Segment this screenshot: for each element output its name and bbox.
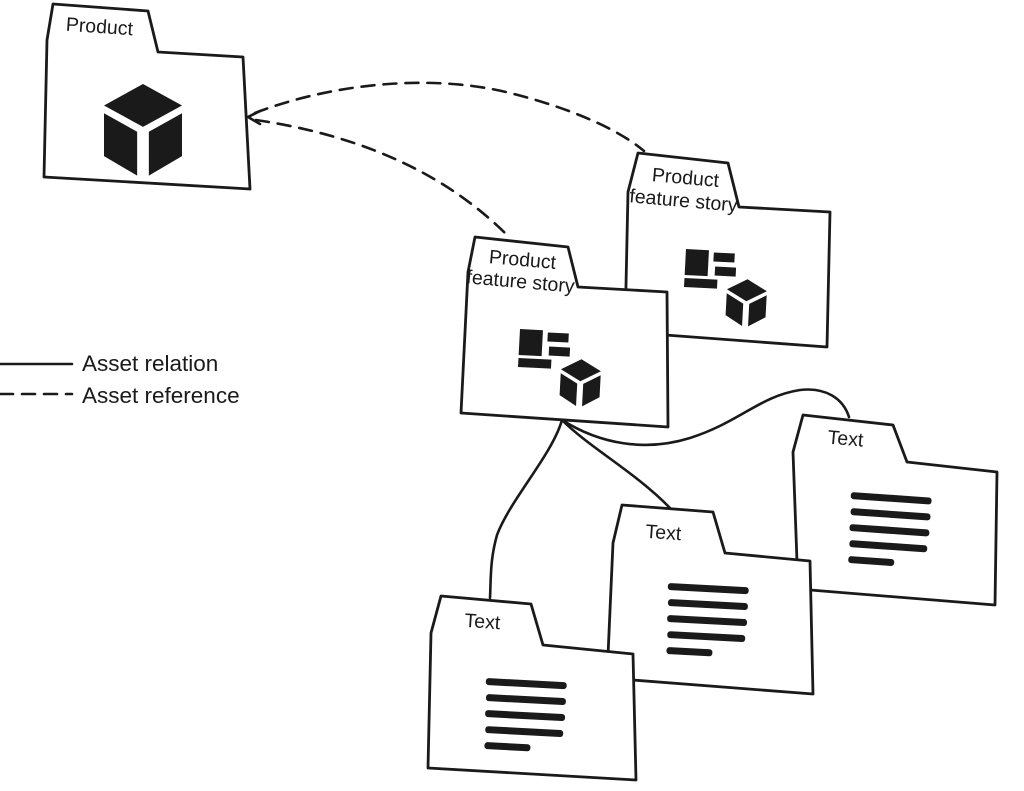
legend-label-asset-reference: Asset reference (82, 383, 240, 408)
folder-shape (426, 594, 638, 782)
folder-shape (459, 235, 670, 429)
folder-product: Product (42, 2, 252, 191)
folder-label: Text (827, 427, 865, 452)
folder-text-middle: Text (605, 503, 815, 696)
folder-product-feature-story-middle: Product feature story (459, 235, 670, 429)
folder-text-right: Text (791, 413, 999, 607)
asset-relation-curve-left (488, 418, 564, 600)
folder-shape (605, 503, 815, 696)
folder-label: Product (65, 14, 134, 41)
folder-shape (791, 413, 999, 607)
folder-text-left: Text (426, 594, 638, 782)
folder-product-feature-story-top: Product feature story (623, 151, 832, 349)
asset-reference-curve-bottom (254, 118, 509, 237)
asset-relation-curve-middle (560, 418, 672, 510)
asset-reference-curve-top (253, 81, 646, 153)
asset-relation-curve-right (560, 388, 851, 447)
folder-label: Text (464, 610, 502, 634)
folder-label: Text (645, 521, 683, 545)
legend-label-asset-relation: Asset relation (82, 351, 218, 376)
folder-shape (623, 151, 832, 349)
arrowhead-icon (245, 109, 262, 126)
legend: Asset relation Asset reference (0, 351, 240, 408)
